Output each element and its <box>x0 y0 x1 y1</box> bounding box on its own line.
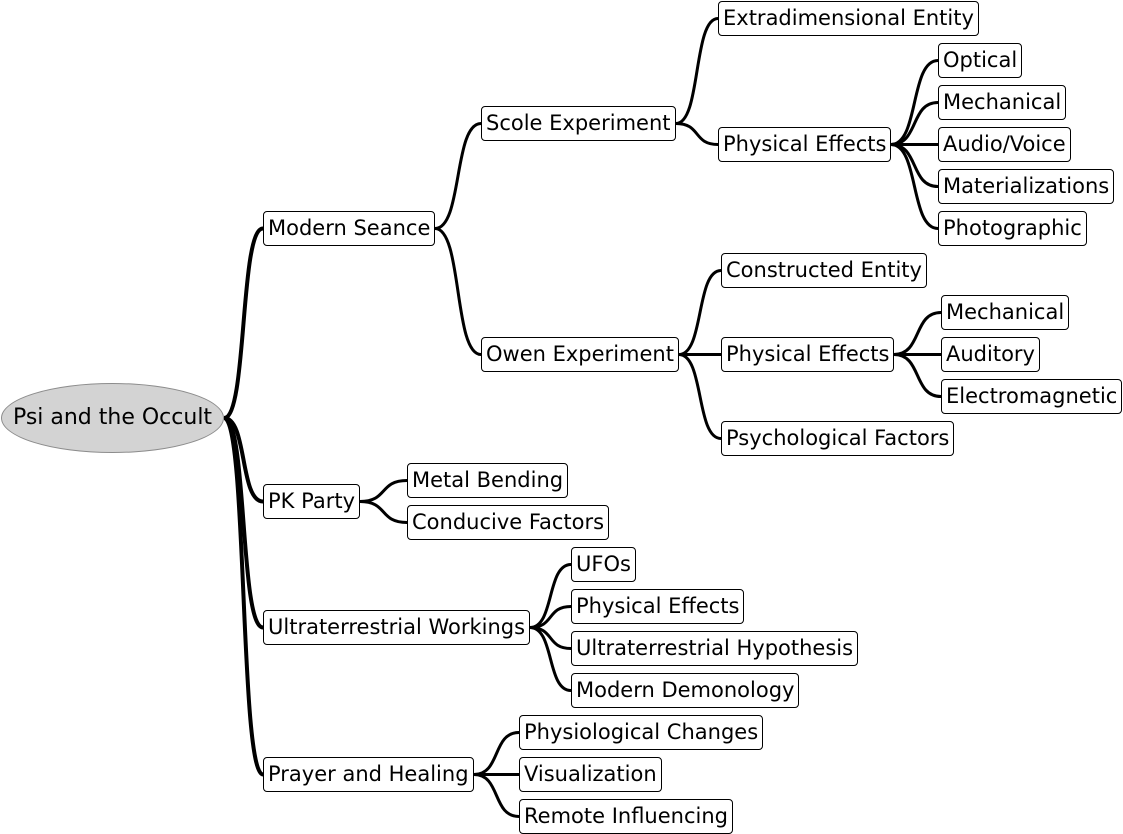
node-modern-seance[interactable]: Modern Seance <box>263 211 436 246</box>
connector-metal-bending <box>359 479 408 503</box>
node-ultraterrestrial-hypothesis[interactable]: Ultraterrestrial Hypothesis <box>571 631 859 666</box>
node-electromagnetic[interactable]: Electromagnetic <box>941 379 1123 414</box>
node-scole-mechanical[interactable]: Mechanical <box>938 85 1067 120</box>
node-metal-bending[interactable]: Metal Bending <box>407 463 569 498</box>
node-remote-influencing[interactable]: Remote Influencing <box>519 799 733 834</box>
node-materializations[interactable]: Materializations <box>938 169 1115 204</box>
node-ultraterrestrial-workings[interactable]: Ultraterrestrial Workings <box>263 610 531 645</box>
connector-constructed-entity <box>678 269 722 356</box>
node-conducive-factors[interactable]: Conducive Factors <box>407 505 610 540</box>
connector-owen-experiment <box>434 227 482 356</box>
root-node[interactable]: Psi and the Occult <box>1 383 224 453</box>
node-scole-experiment[interactable]: Scole Experiment <box>481 106 676 141</box>
node-ultra-physical-effects[interactable]: Physical Effects <box>571 589 745 624</box>
node-pk-party[interactable]: PK Party <box>263 484 360 519</box>
node-owen-physical-effects[interactable]: Physical Effects <box>721 337 895 372</box>
node-auditory[interactable]: Auditory <box>941 337 1040 372</box>
node-owen-experiment[interactable]: Owen Experiment <box>481 337 679 372</box>
node-modern-demonology[interactable]: Modern Demonology <box>571 673 800 708</box>
connector-electromagnetic <box>893 353 942 398</box>
node-optical[interactable]: Optical <box>938 43 1023 78</box>
connector-physiological-changes <box>473 731 520 776</box>
connector-photographic <box>890 143 939 230</box>
connector-prayer-and-healing <box>222 416 265 777</box>
node-physiological-changes[interactable]: Physiological Changes <box>519 715 764 750</box>
connector-scole-physical-effects <box>675 122 719 146</box>
node-photographic[interactable]: Photographic <box>938 211 1087 246</box>
node-prayer-and-healing[interactable]: Prayer and Healing <box>263 757 474 792</box>
connector-scole-experiment <box>434 122 482 230</box>
node-extradimensional-entity[interactable]: Extradimensional Entity <box>718 1 979 36</box>
connector-modern-demonology <box>529 626 572 692</box>
node-psychological-factors[interactable]: Psychological Factors <box>721 421 955 456</box>
connector-owen-mechanical <box>893 311 942 356</box>
connector-psychological-factors <box>678 353 722 440</box>
connector-extradimensional-entity <box>675 17 719 125</box>
node-scole-physical-effects[interactable]: Physical Effects <box>718 127 892 162</box>
connector-modern-seance <box>223 226 264 420</box>
node-constructed-entity[interactable]: Constructed Entity <box>721 253 927 288</box>
node-audio-voice[interactable]: Audio/Voice <box>938 127 1071 162</box>
node-owen-mechanical[interactable]: Mechanical <box>941 295 1070 330</box>
node-ufos[interactable]: UFOs <box>571 547 636 582</box>
connector-optical <box>890 59 939 146</box>
connector-conducive-factors <box>359 500 408 524</box>
connector-remote-influencing <box>473 773 520 818</box>
node-visualization[interactable]: Visualization <box>519 757 662 792</box>
